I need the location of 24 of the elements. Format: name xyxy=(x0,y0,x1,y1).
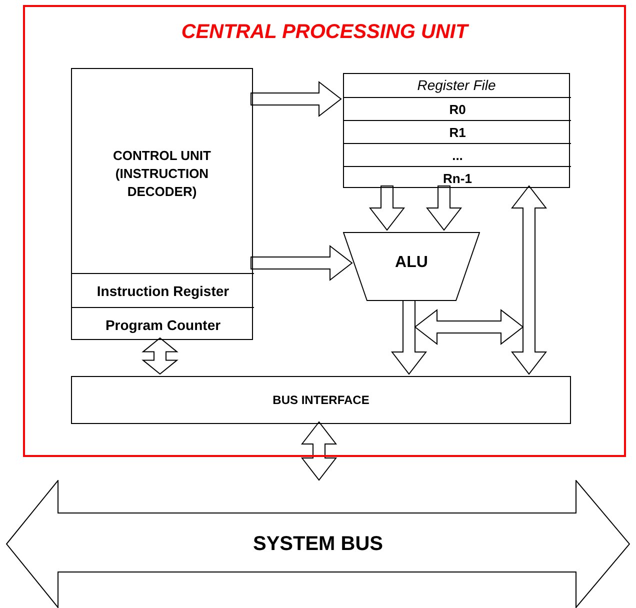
block-arrow xyxy=(300,421,338,481)
block-arrow xyxy=(414,308,524,346)
block-arrow xyxy=(250,244,353,282)
register-file-table xyxy=(343,73,570,188)
control-unit-box xyxy=(71,68,253,340)
processor-box xyxy=(23,5,626,457)
alu-trapezoid: ALU xyxy=(343,232,480,301)
register-row: Rn-1 xyxy=(344,166,571,189)
block-arrow xyxy=(390,298,428,375)
bus-interface-box: BUS INTERFACE xyxy=(71,376,571,424)
register-row: R1 xyxy=(344,120,571,143)
block-arrow xyxy=(426,186,462,231)
unit-label: CONTROL UNIT (INSTRUCTION DECODER) xyxy=(112,147,212,201)
unit-title: CENTRAL PROCESSING UNIT xyxy=(181,21,468,44)
register-row: R0 xyxy=(344,97,571,120)
block-arrow xyxy=(368,186,406,231)
table-header: Register File xyxy=(416,76,497,95)
register-row: Instruction Register xyxy=(72,273,254,307)
block-arrow xyxy=(250,80,342,118)
block-arrow xyxy=(142,337,178,375)
block-arrow xyxy=(510,185,548,375)
register-row: Program Counter xyxy=(72,307,254,341)
register-row: ... xyxy=(344,143,571,166)
system-bus-arrow: SYSTEM BUS xyxy=(6,480,630,608)
